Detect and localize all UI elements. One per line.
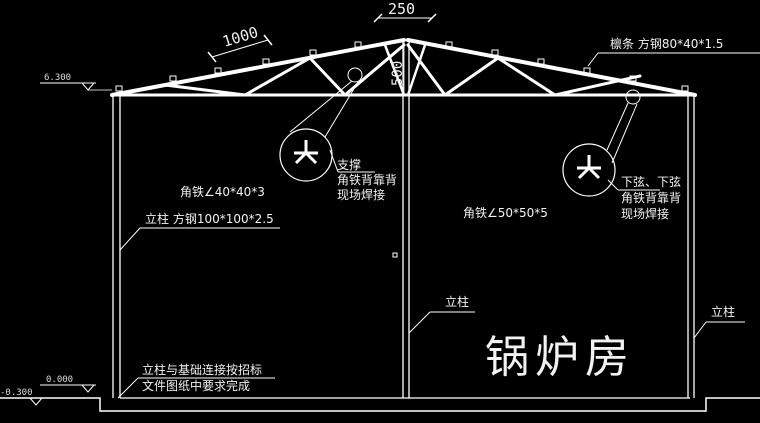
room-name: 锅炉房 [485, 332, 635, 383]
purlin-label: 檩条 方钢80*40*1.5 [610, 36, 723, 51]
middle-column [402, 42, 410, 398]
base-note-line2: 文件图纸中要求完成 [142, 378, 250, 393]
dimension-250: 250 [373, 0, 437, 23]
base-note-leader [117, 377, 275, 399]
left-column [112, 95, 121, 398]
column-left-label: 立柱 方钢100*100*2.5 [145, 211, 274, 226]
lower-chord-label-line1: 下弦、下弦 [621, 174, 681, 189]
ground-line [0, 397, 760, 412]
angle-left-label: 角铁∠40*40*3 [180, 185, 265, 199]
brace-label-line2: 角铁背靠背 [337, 173, 397, 187]
column-mid-label: 立柱 [445, 294, 469, 309]
level-floor: 0.000 [40, 375, 96, 393]
detail-circle-right [562, 89, 660, 197]
angle-right-label: 角铁∠50*50*5 [463, 206, 548, 220]
column-left-leader [119, 227, 280, 251]
right-column [687, 95, 695, 398]
base-note-line1: 立柱与基础连接按招标 [142, 362, 262, 377]
level-6300-text: 6.300 [44, 73, 71, 83]
brace-label-line1: 支撑 [337, 157, 361, 172]
dim-500-text: 500 [390, 61, 406, 86]
small-marker [392, 252, 398, 258]
dimension-1000: 1000 [207, 23, 273, 63]
level-0000-text: 0.000 [46, 375, 73, 385]
column-mid-leader [408, 311, 475, 334]
roof-truss [110, 38, 697, 97]
level-eave: 6.300 [40, 73, 112, 91]
purlins [115, 41, 689, 92]
lower-chord-label-line3: 现场焊接 [621, 206, 669, 221]
detail-circle-left [279, 67, 375, 182]
level-ground: -0.300 [0, 388, 43, 406]
purlin-leader [587, 52, 760, 67]
column-right-leader [693, 321, 745, 339]
dim-250-text: 250 [388, 0, 415, 18]
column-right-label: 立柱 [711, 304, 735, 319]
dim-1000-text: 1000 [220, 23, 260, 51]
brace-label-line3: 现场焊接 [337, 187, 385, 202]
lower-chord-label-line2: 角铁背靠背 [621, 191, 681, 205]
level-neg0300-text: -0.300 [0, 388, 33, 398]
dimension-500: 500 [390, 40, 406, 95]
